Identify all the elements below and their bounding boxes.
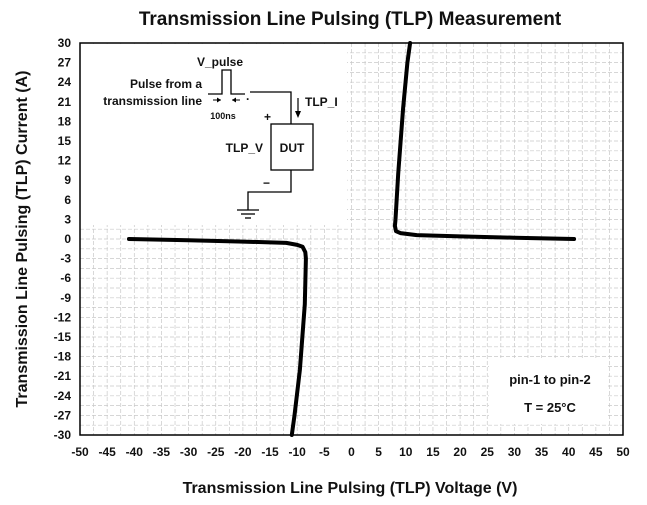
x-tick-label: 30 [508,445,522,459]
annotation-pins: pin-1 to pin-2 [509,372,591,387]
circuit-inset: V_pulse Pulse from a transmission line 1… [80,44,347,225]
pulse-waveform [208,69,245,95]
x-tick-label: 5 [375,445,382,459]
x-tick-label: 45 [589,445,603,459]
transmission-line-label: transmission line [103,94,202,108]
y-tick-label: 6 [64,193,71,207]
x-tick-label: -15 [261,445,279,459]
x-tick-label: 10 [399,445,413,459]
y-tick-label: -30 [54,428,72,442]
y-tick-label: -9 [60,291,71,305]
plus-label: + [264,110,271,124]
x-tick-label: 40 [562,445,576,459]
duration-label: 100ns [210,111,236,121]
y-tick-label: -24 [54,389,72,403]
annotation-temperature: T = 25°C [524,400,576,415]
dut-label: DUT [280,141,305,155]
x-tick-label: -30 [180,445,198,459]
dot-mark: . [246,89,249,103]
y-tick-label: 18 [58,114,72,128]
v-pulse-label: V_pulse [197,55,243,69]
wire-bottom [247,170,292,210]
tlp-i-label: TLP_I [305,95,338,109]
minus-label: − [263,176,270,190]
x-tick-label: -20 [234,445,252,459]
pulse-from-label: Pulse from a [130,77,202,91]
x-tick-label: 15 [426,445,440,459]
duration-arrowhead-left [217,97,221,103]
y-tick-label: -3 [60,252,71,266]
y-tick-label: 27 [58,56,72,70]
y-tick-label: 21 [58,95,72,109]
x-tick-label: -5 [319,445,330,459]
x-tick-label: 0 [348,445,355,459]
current-arrowhead [295,111,301,118]
series-line-1 [126,237,308,437]
y-tick-label: 24 [58,75,72,89]
series-line-2 [392,41,577,241]
y-tick-label: -27 [54,408,72,422]
wire-top [250,91,292,124]
y-tick-label: 12 [58,154,72,168]
y-tick-label: -6 [60,271,71,285]
y-tick-label: 0 [64,232,71,246]
tlp-v-label: TLP_V [226,141,263,155]
x-tick-label: -25 [207,445,225,459]
y-tick-label: 15 [58,134,72,148]
x-tick-label: -40 [126,445,144,459]
annotation-background [489,358,607,424]
series-group [126,41,577,437]
x-axis-label: Transmission Line Pulsing (TLP) Voltage … [183,480,518,497]
y-tick-label: 30 [58,36,72,50]
y-tick-label: 9 [64,173,71,187]
y-tick-label: 3 [64,212,71,226]
x-tick-label: 35 [535,445,549,459]
x-tick-label: 50 [616,445,630,459]
x-tick-label: 25 [481,445,495,459]
y-tick-label: -12 [54,310,72,324]
y-tick-label: -18 [54,350,72,364]
x-tick-label: 20 [453,445,467,459]
x-tick-label: -45 [98,445,116,459]
x-tick-label: -35 [153,445,171,459]
chart-title: Transmission Line Pulsing (TLP) Measurem… [139,9,562,30]
x-tick-label: -10 [289,445,307,459]
annotation-box: pin-1 to pin-2 T = 25°C [489,358,607,424]
plot-frame [79,42,624,436]
y-axis-label: Transmission Line Pulsing (TLP) Current … [14,71,31,408]
dut-box [270,123,314,171]
x-tick-label: -50 [71,445,89,459]
y-tick-label: -21 [54,369,72,383]
y-tick-label: -15 [54,330,72,344]
duration-arrowhead-right [232,97,236,103]
